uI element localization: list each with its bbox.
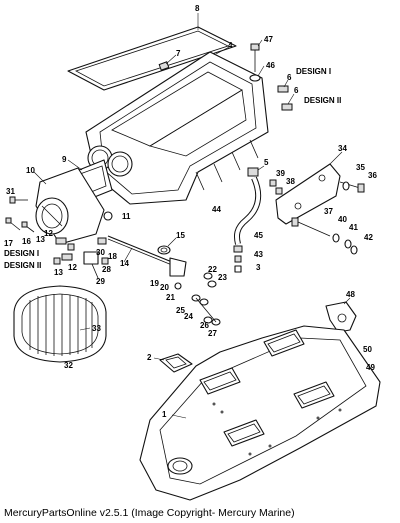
part-11-nut xyxy=(103,211,113,221)
callout-12-design-1: 12 xyxy=(44,229,53,238)
callout-1: 1 xyxy=(162,410,167,419)
part-31-screw xyxy=(9,196,28,204)
part-44-hose xyxy=(234,176,262,245)
callout-19: 19 xyxy=(150,279,159,288)
callout-6-design-1: 6 xyxy=(287,73,292,82)
callout-36: 36 xyxy=(368,171,377,180)
part-12-13-sensors xyxy=(53,237,75,265)
callout-25: 25 xyxy=(176,306,185,315)
callout-labels: 8 7 4 47 46 6 6 9 10 31 11 17 16 12 13 1… xyxy=(4,4,377,419)
part-1-lower-intake-manifold xyxy=(139,325,381,501)
callout-16: 16 xyxy=(22,237,31,246)
part-15-o-ring xyxy=(157,237,177,255)
part-7-screw xyxy=(158,54,177,71)
part-34-bracket xyxy=(275,151,343,225)
part-35-36-bolts xyxy=(339,181,365,193)
callout-30: 30 xyxy=(96,248,105,257)
part-10-throttle-body xyxy=(33,167,105,245)
callout-35: 35 xyxy=(356,163,365,172)
part-19-20-21-lever xyxy=(169,257,187,290)
callout-43: 43 xyxy=(254,250,263,259)
part-22-to-27-hardware xyxy=(191,272,221,326)
callout-12-design-2: 12 xyxy=(68,263,77,272)
part-47-bolt xyxy=(250,39,263,72)
part-6-fittings xyxy=(277,79,295,111)
callout-48: 48 xyxy=(346,290,355,299)
callout-28: 28 xyxy=(102,265,111,274)
part-17-16-screws xyxy=(5,217,35,233)
callout-41: 41 xyxy=(349,223,358,232)
callout-31: 31 xyxy=(6,187,15,196)
callout-23: 23 xyxy=(218,273,227,282)
callout-29: 29 xyxy=(96,277,105,286)
callout-18: 18 xyxy=(108,252,117,261)
design-1-label-left: DESIGN I xyxy=(4,249,39,258)
callout-11: 11 xyxy=(122,212,131,221)
callout-22: 22 xyxy=(208,265,217,274)
design-1-label-right: DESIGN I xyxy=(296,67,331,76)
part-46-washer xyxy=(249,65,265,82)
design-2-label-right: DESIGN II xyxy=(304,96,341,105)
callout-14: 14 xyxy=(120,259,129,268)
callout-15: 15 xyxy=(176,231,185,240)
callout-2: 2 xyxy=(147,353,152,362)
callout-10: 10 xyxy=(26,166,35,175)
callout-9: 9 xyxy=(62,155,67,164)
callout-8: 8 xyxy=(195,4,200,13)
callout-39: 39 xyxy=(276,169,285,178)
callout-49: 49 xyxy=(366,363,375,372)
callout-20: 20 xyxy=(160,283,169,292)
callout-50: 50 xyxy=(363,345,372,354)
part-5-fitting xyxy=(247,165,265,177)
callout-13-design-1: 13 xyxy=(36,235,45,244)
part-48-bracket xyxy=(325,297,357,333)
part-3-43-45-fittings xyxy=(233,245,243,273)
callout-44: 44 xyxy=(212,205,221,214)
callout-5: 5 xyxy=(264,158,269,167)
part-28-29-30-sensor-assembly xyxy=(83,237,109,279)
callout-7: 7 xyxy=(176,49,181,58)
callout-26: 26 xyxy=(200,321,209,330)
part-37-40-41-42-hardware xyxy=(291,217,358,255)
callout-45: 45 xyxy=(254,231,263,240)
callout-33: 33 xyxy=(92,324,101,333)
callout-24: 24 xyxy=(184,312,193,321)
callout-17: 17 xyxy=(4,239,13,248)
part-38-39-fittings xyxy=(269,179,283,195)
callout-34: 34 xyxy=(338,144,347,153)
part-2-gasket xyxy=(153,353,193,373)
callout-46: 46 xyxy=(266,61,275,70)
part-32-33-flame-arrestor xyxy=(13,285,107,363)
callout-21: 21 xyxy=(166,293,175,302)
callout-42: 42 xyxy=(364,233,373,242)
exploded-parts-diagram: 8 7 4 47 46 6 6 9 10 31 11 17 16 12 13 1… xyxy=(4,4,381,501)
callout-27: 27 xyxy=(208,329,217,338)
callout-47: 47 xyxy=(264,35,273,44)
callout-32: 32 xyxy=(64,361,73,370)
design-2-label-left: DESIGN II xyxy=(4,261,41,270)
callout-6-design-2: 6 xyxy=(294,86,299,95)
design-labels: DESIGN I DESIGN II DESIGN I DESIGN II xyxy=(4,67,341,270)
callout-37: 37 xyxy=(324,207,333,216)
part-4-upper-intake-plenum xyxy=(85,45,269,205)
callout-40: 40 xyxy=(338,215,347,224)
callout-3: 3 xyxy=(256,263,261,272)
part-14-link-rod xyxy=(107,235,173,266)
callout-4: 4 xyxy=(228,41,233,50)
callout-13-design-2: 13 xyxy=(54,268,63,277)
part-8-cover-plate xyxy=(67,13,237,91)
copyright-footer: MercuryPartsOnline v2.5.1 (Image Copyrig… xyxy=(4,507,295,519)
callout-38: 38 xyxy=(286,177,295,186)
